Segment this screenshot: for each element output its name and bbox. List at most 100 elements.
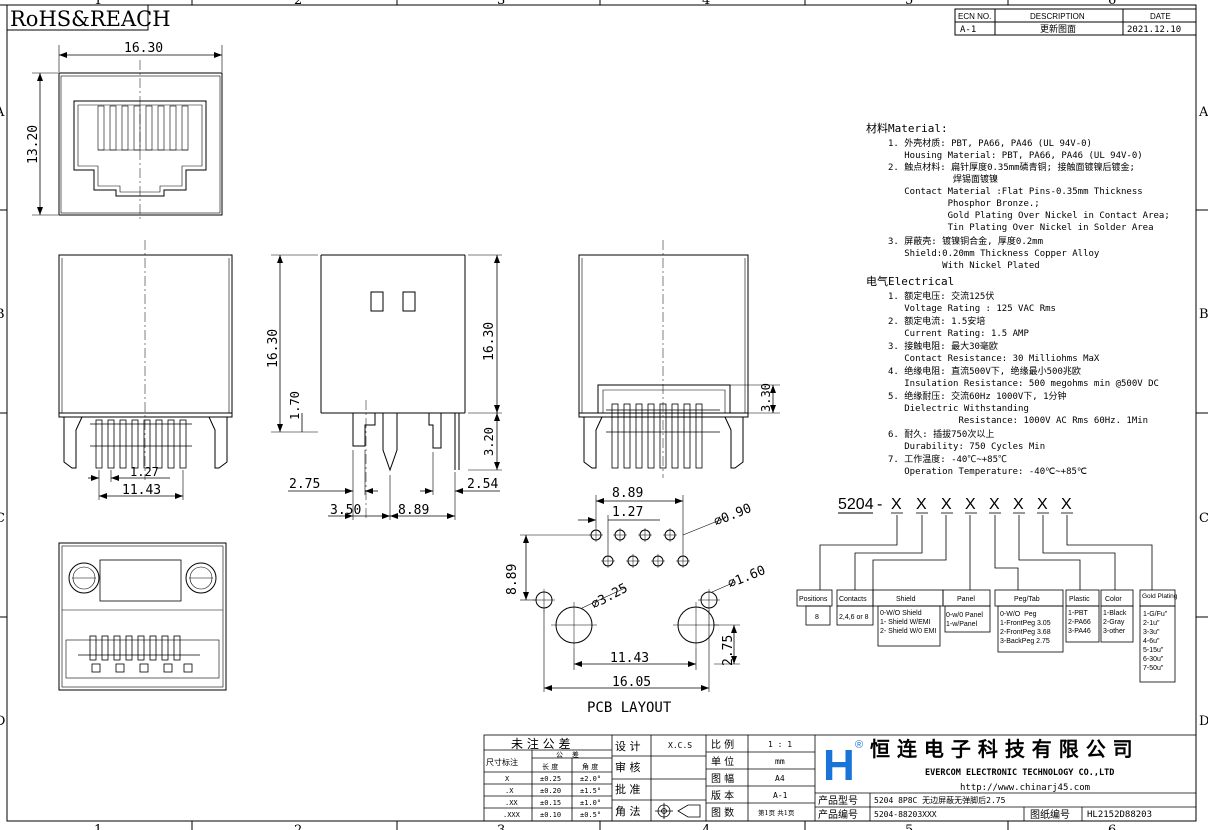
label-review: 审 核	[615, 760, 641, 774]
tolerance-sub: 公 差	[556, 750, 579, 759]
zone-top-6: 6	[1108, 0, 1116, 8]
option-shield-line: 2- Shield W/0 EMI	[880, 628, 936, 635]
dim-side-height-right-1630: 16.30	[482, 322, 497, 361]
revision-table	[954, 8, 1197, 36]
electrical-line: Operation Temperature: -40℃~+85℃	[888, 467, 1087, 477]
zone-top-1: 1	[94, 0, 102, 8]
pcb-dim-127: 1.27	[612, 505, 643, 520]
part-code-slot: X	[965, 496, 976, 513]
company-url: http://www.chinarj45.com	[960, 783, 1090, 793]
material-lines: 1. 外壳材质: PBT, PA66, PA46 (UL 94V-0) Hous…	[888, 137, 1170, 271]
tol-row-length: ±0.15	[540, 799, 561, 807]
pcb-dim-889-side: 8.89	[505, 564, 520, 595]
option-head-positions: Positions	[799, 596, 828, 603]
part-code-slot: X	[989, 496, 1000, 513]
electrical-line: Current Rating: 1.5 AMP	[888, 329, 1029, 339]
pcb-dim-275: 2.75	[721, 635, 736, 666]
tol-row-angle: ±2.0°	[580, 775, 601, 783]
pcb-hole-090: ⌀0.90	[712, 501, 754, 530]
option-gold-line: 4-6u"	[1143, 638, 1160, 645]
option-contacts-line: 2,4,6 or 8	[839, 614, 869, 621]
side-view	[58, 240, 233, 500]
pcb-hole-325: ⌀3.25	[589, 581, 631, 613]
designer-value: X.C.S	[668, 741, 692, 750]
option-color-line: 1-Black	[1103, 610, 1127, 617]
option-plastic-line: 3-PA46	[1068, 628, 1091, 635]
revision-date: 2021.12.10	[1127, 25, 1181, 35]
electrical-line: Voltage Rating : 125 VAC Rms	[888, 304, 1056, 314]
profile-view	[271, 254, 502, 520]
option-color-line: 2-Gray	[1103, 619, 1125, 626]
option-plastic-line: 2-PA66	[1068, 619, 1091, 626]
dim-front-height: 13.20	[26, 125, 41, 164]
revision-header-description: DESCRIPTION	[1030, 12, 1085, 21]
option-gold-line: 3-3u"	[1143, 629, 1160, 636]
revision-description: 更新图面	[1040, 23, 1076, 34]
prop-value-sheets: 第1页 共1页	[758, 808, 795, 817]
option-pegtab-line: 0-W/O Peg	[1000, 611, 1037, 618]
prop-value-version: A-1	[773, 791, 788, 800]
electrical-line: 4. 绝缘电阻: 直流500V下, 绝缘最小500兆欧	[888, 365, 1081, 377]
dim-889-side: 8.89	[398, 503, 429, 518]
material-line: Tin Plating Over Nickel in Solder Area	[888, 223, 1154, 233]
company-logo: H ®	[823, 739, 863, 790]
part-code: 5204 - X X X X X X X X	[796, 496, 1178, 683]
bottom-view	[58, 542, 227, 691]
prop-label-unit: 单 位	[711, 755, 734, 768]
dim-330: 3.30	[759, 383, 773, 412]
prop-label-sheets: 图 数	[711, 806, 734, 819]
material-line: Phosphor Bronze.;	[888, 199, 1040, 209]
material-line: 焊锡面镀镍	[888, 173, 998, 185]
material-line: Shield:0.20mm Thickness Copper Alloy	[888, 249, 1100, 259]
dim-pitch-127: 1.27	[130, 465, 159, 479]
zone-bottom-3: 3	[497, 823, 505, 830]
zone-side-left-d: D	[0, 714, 5, 729]
option-head-gold-plating: Gold Plating	[1142, 593, 1178, 600]
tol-row-label: .XXX	[503, 811, 521, 819]
number-label: 产品编号	[818, 808, 858, 821]
electrical-line: Durability: 750 Cycles Min	[888, 442, 1045, 452]
electrical-line: 6. 耐久: 插拔750次以上	[888, 428, 994, 440]
option-head-plastic: Plastic	[1069, 596, 1090, 603]
drawing-value: HL2152D88203	[1087, 810, 1152, 820]
tol-row-angle: ±0.5°	[580, 811, 601, 819]
zone-bottom-2: 2	[294, 823, 302, 830]
number-value: 5204-88203XXX	[874, 810, 937, 819]
zone-bottom-5: 5	[905, 823, 913, 830]
electrical-line: 1. 额定电压: 交流125伏	[888, 290, 994, 302]
dim-320: 3.20	[482, 427, 496, 456]
material-heading: 材料Material:	[866, 121, 948, 135]
dim-pin-span-1143: 11.43	[122, 483, 161, 498]
prop-label-size: 图 幅	[711, 772, 734, 785]
revision-header-ecn: ECN NO.	[958, 12, 991, 21]
electrical-line: Dielectric Withstanding	[888, 404, 1029, 414]
prop-label-version: 版 本	[711, 789, 734, 802]
option-gold-line: 7-50u"	[1143, 665, 1164, 672]
pcb-signal-holes	[589, 528, 690, 568]
option-gold-line: 1-G/Fu"	[1143, 611, 1168, 618]
rear-view	[578, 240, 780, 478]
option-head-pegtab: Peg/Tab	[1014, 596, 1040, 603]
electrical-line: 3. 接触电阻: 最大30毫欧	[888, 340, 998, 352]
zone-side-left-c: C	[0, 511, 5, 526]
zone-side-right-b: B	[1199, 307, 1208, 322]
material-line: 2. 触点材料: 扁针厚度0.35mm磷青铜; 接触面镀镍后镀金;	[888, 161, 1135, 173]
material-line: With Nickel Plated	[888, 261, 1040, 271]
zone-bottom-6: 6	[1108, 823, 1116, 830]
material-line: Housing Material: PBT, PA66, PA46 (UL 94…	[888, 151, 1143, 161]
zone-side-left-b: B	[0, 307, 5, 322]
zone-top-3: 3	[497, 0, 505, 8]
option-shield-line: 0-W/O Shield	[880, 610, 922, 617]
tol-row-length: ±0.25	[540, 775, 561, 783]
option-head-contacts: Contacts	[839, 596, 867, 603]
material-line: Gold Plating Over Nickel in Contact Area…	[888, 211, 1170, 221]
revision-header-date: DATE	[1150, 12, 1171, 21]
pcb-layout-title: PCB LAYOUT	[587, 700, 672, 716]
zone-side-right-a: A	[1198, 105, 1208, 120]
option-pegtab-line: 3-BackPeg 2.75	[1000, 638, 1050, 645]
option-shield-line: 1- Shield W/EMI	[880, 619, 931, 626]
tol-row-length: ±0.10	[540, 811, 561, 819]
title-block-text: 未 注 公 差 尺寸标注 公 差 长 度 角 度 X ±0.25 ±2.0° .…	[486, 736, 1152, 821]
tol-row-angle: ±1.0°	[580, 799, 601, 807]
option-head-panel: Panel	[957, 596, 975, 603]
